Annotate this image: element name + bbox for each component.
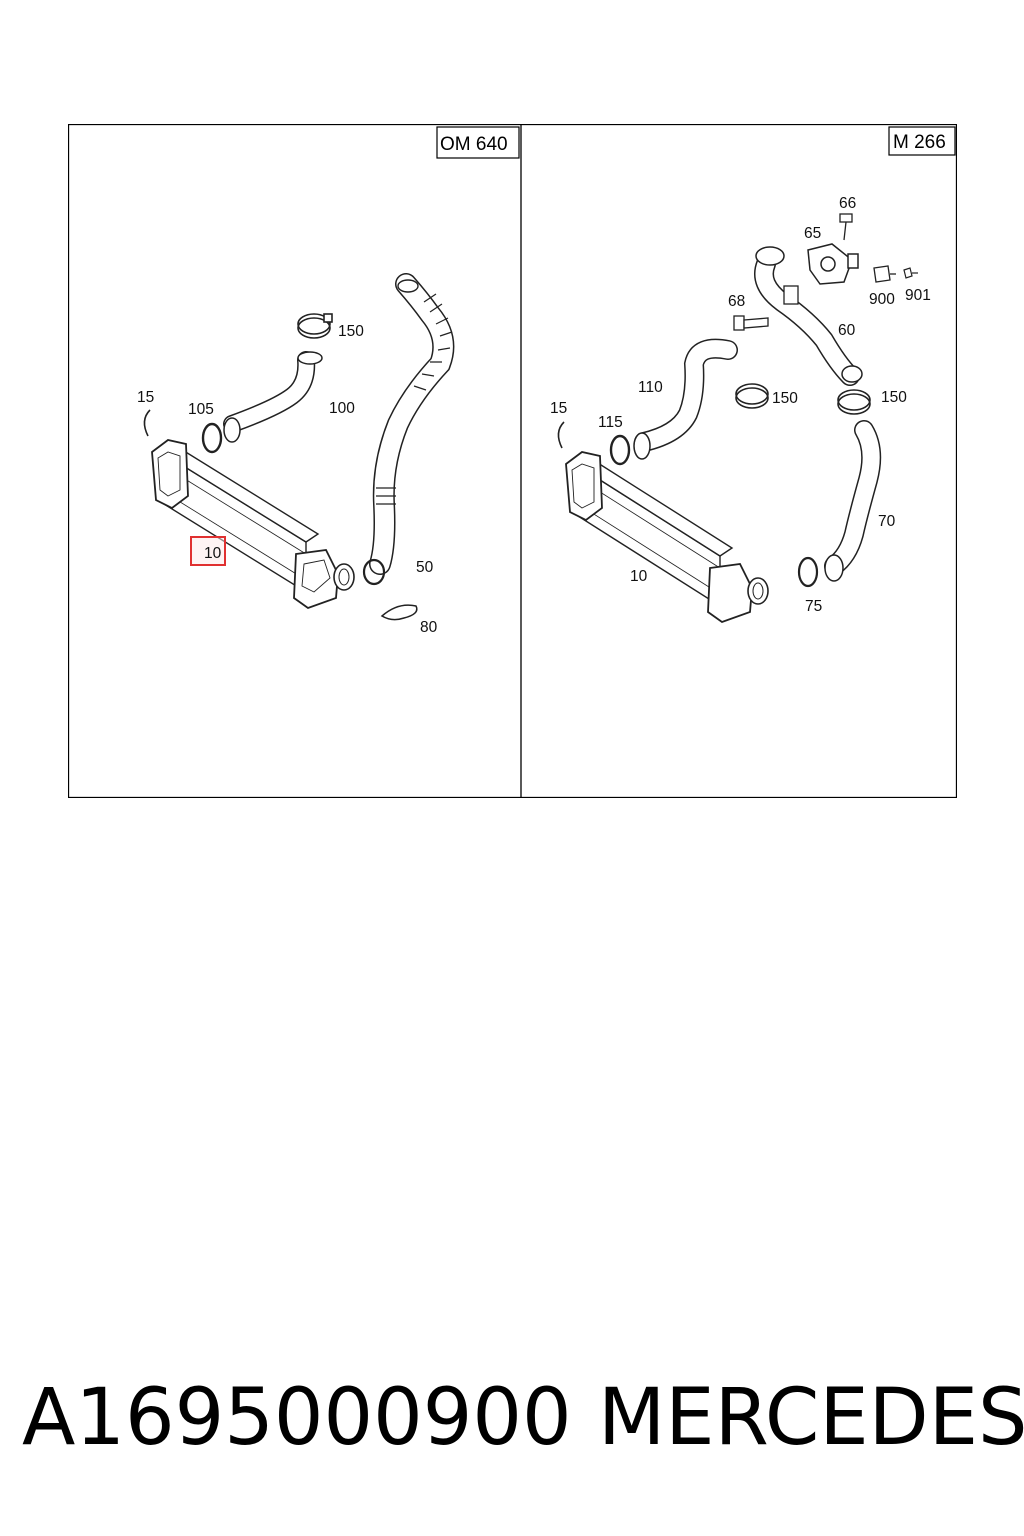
callout-66: 66 bbox=[839, 195, 856, 212]
clip-80-icon bbox=[380, 604, 418, 621]
callout-900: 900 bbox=[869, 291, 895, 308]
charge-hose-110 bbox=[633, 338, 738, 460]
diagram-svg: OM 640 M 266 bbox=[68, 124, 957, 798]
charge-hose-100 bbox=[223, 351, 323, 443]
callout-105: 105 bbox=[188, 401, 214, 418]
callout-80: 80 bbox=[420, 619, 438, 636]
hose-clamp-150-right-b bbox=[837, 389, 871, 415]
seal-ring-50-icon bbox=[362, 558, 386, 586]
callout-68: 68 bbox=[728, 293, 745, 310]
charge-hose-50 bbox=[369, 273, 455, 575]
callout-115: 115 bbox=[598, 414, 623, 431]
callout-901: 901 bbox=[905, 287, 931, 304]
engine-tag-right: M 266 bbox=[888, 126, 956, 156]
callout-110: 110 bbox=[638, 379, 663, 396]
callout-70: 70 bbox=[878, 513, 896, 530]
callout-150-left: 150 bbox=[338, 323, 364, 340]
clip-icon-left bbox=[143, 409, 151, 437]
callout-65: 65 bbox=[804, 225, 821, 242]
bolt-66-icon bbox=[839, 213, 853, 241]
part-number: A1695000900 bbox=[22, 1373, 572, 1463]
seal-ring-115-icon bbox=[609, 434, 631, 466]
bolt-68-icon bbox=[733, 315, 769, 331]
callout-150-right-b: 150 bbox=[881, 389, 907, 406]
diagram-border bbox=[68, 124, 957, 798]
brand-name: MERCEDES bbox=[598, 1373, 1024, 1463]
callout-10-left: 10 bbox=[204, 545, 222, 562]
callout-150-right-a: 150 bbox=[772, 390, 798, 407]
callout-60: 60 bbox=[838, 322, 856, 339]
pin-901-icon bbox=[903, 267, 918, 279]
charge-hose-70 bbox=[824, 420, 882, 582]
callout-10-right: 10 bbox=[630, 568, 648, 585]
parts-diagram: OM 640 M 266 bbox=[68, 124, 957, 798]
engine-label-right: M 266 bbox=[893, 132, 946, 153]
clip-icon-right bbox=[557, 421, 565, 449]
callout-75: 75 bbox=[805, 598, 822, 615]
callout-15-left: 15 bbox=[137, 389, 154, 406]
intercooler-right bbox=[565, 451, 769, 624]
pressure-sensor-65 bbox=[807, 243, 859, 285]
connector-900-icon bbox=[873, 265, 896, 283]
intercooler-left bbox=[151, 439, 355, 610]
callout-50: 50 bbox=[416, 559, 434, 576]
engine-tag-left: OM 640 bbox=[436, 126, 520, 159]
engine-label-left: OM 640 bbox=[440, 134, 508, 155]
seal-ring-75-icon bbox=[797, 556, 819, 588]
hose-clamp-150-left bbox=[297, 313, 333, 339]
highlight-box-10 bbox=[190, 536, 226, 566]
charge-pipe-60 bbox=[754, 246, 863, 386]
callout-15-right: 15 bbox=[550, 400, 567, 417]
callout-100: 100 bbox=[329, 400, 355, 417]
seal-ring-105-icon bbox=[201, 422, 223, 454]
hose-clamp-150-right-a bbox=[735, 383, 769, 409]
